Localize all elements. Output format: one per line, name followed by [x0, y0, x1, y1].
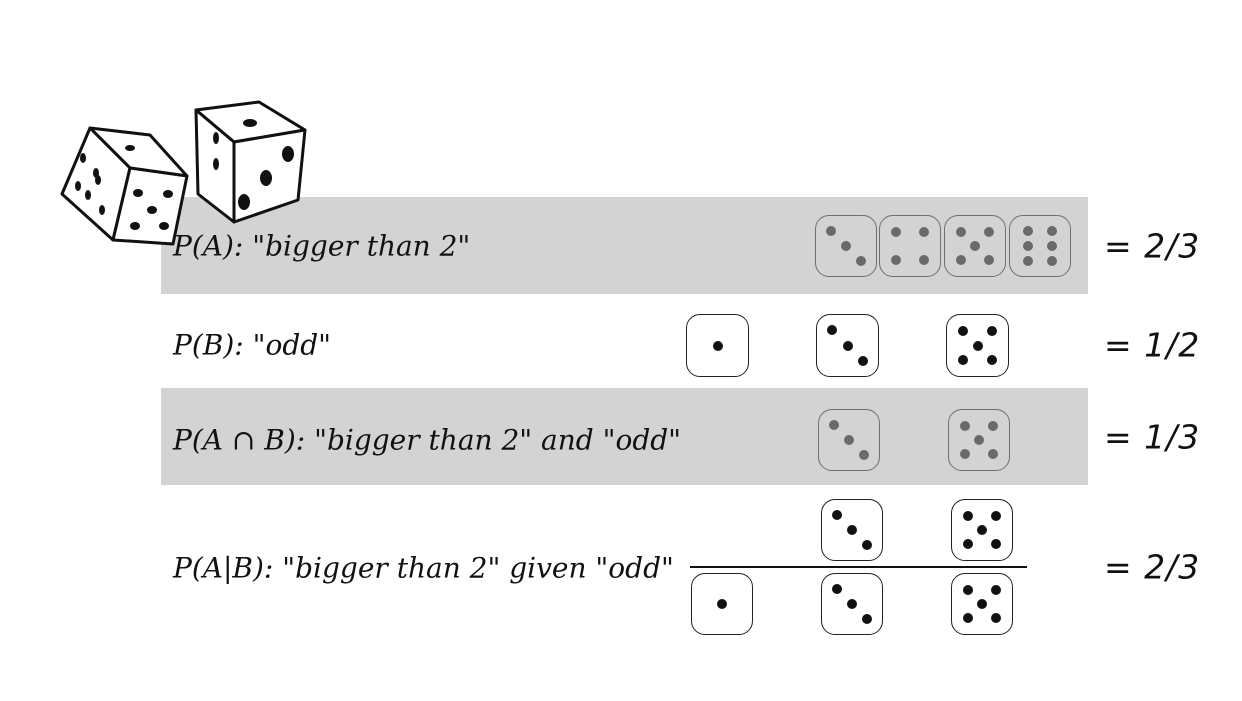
result-a-and-b: = 1/3 — [1104, 417, 1201, 457]
die-pip — [956, 254, 967, 265]
die-face-icon — [951, 573, 1013, 635]
die-pip — [963, 538, 974, 549]
row-a-band — [161, 197, 1088, 294]
die-face-icon — [951, 499, 1013, 561]
die-pip — [977, 599, 987, 609]
die-pip — [891, 254, 902, 265]
die-face-icon — [818, 409, 880, 471]
result-a-given-b: = 2/3 — [1104, 547, 1201, 587]
die-pip — [1047, 226, 1057, 236]
die-pip — [918, 227, 929, 238]
fraction-bar — [690, 566, 1027, 568]
die-pip — [891, 227, 902, 238]
die-pip — [974, 435, 984, 445]
result-b: = 1/2 — [1104, 325, 1201, 365]
die-pip — [856, 256, 866, 266]
die-pip — [717, 599, 727, 609]
die-pip — [986, 326, 997, 337]
die-pip — [958, 326, 969, 337]
die-face-icon — [686, 314, 749, 377]
die-pip — [832, 510, 842, 520]
die-face-icon — [1009, 215, 1071, 277]
die-pip — [990, 612, 1001, 623]
die-face-icon — [821, 499, 883, 561]
probability-a-label: P(A): "bigger than 2" — [173, 229, 471, 263]
row-a-and-b-band — [161, 388, 1088, 485]
die-pip — [842, 340, 853, 351]
die-pip — [918, 254, 929, 265]
die-pip — [983, 227, 994, 238]
die-face-icon — [815, 215, 877, 277]
die-pip — [987, 421, 998, 432]
probability-a-given-b-label: P(A|B): "bigger than 2" given "odd" — [173, 551, 674, 585]
die-face-icon — [948, 409, 1010, 471]
die-pip — [963, 612, 974, 623]
die-pip — [990, 538, 1001, 549]
die-pip — [832, 584, 842, 594]
die-face-icon — [879, 215, 941, 277]
die-pip — [862, 540, 872, 550]
die-pip — [826, 226, 836, 236]
die-pip — [844, 435, 854, 445]
die-face-icon — [944, 215, 1006, 277]
die-pip — [847, 525, 857, 535]
die-pip — [960, 421, 971, 432]
die-pip — [983, 254, 994, 265]
probability-a-and-b-label: P(A ∩ B): "bigger than 2" and "odd" — [173, 423, 682, 457]
die-pip — [1023, 226, 1033, 236]
die-pip — [963, 511, 974, 522]
die-pip — [1047, 241, 1057, 251]
die-face-icon — [691, 573, 753, 635]
die-pip — [827, 325, 838, 336]
result-a: = 2/3 — [1104, 226, 1201, 266]
die-pip — [987, 448, 998, 459]
die-face-icon — [821, 573, 883, 635]
die-pip — [986, 354, 997, 365]
die-face-icon — [816, 314, 879, 377]
die-pip — [990, 511, 1001, 522]
die-pip — [970, 241, 980, 251]
die-pip — [859, 450, 869, 460]
probability-b-label: P(B): "odd" — [173, 328, 332, 362]
die-face-icon — [946, 314, 1009, 377]
die-pip — [841, 241, 851, 251]
die-pip — [958, 354, 969, 365]
pair-of-dice-icon — [60, 100, 307, 246]
die-pip — [990, 585, 1001, 596]
die-pip — [857, 355, 868, 366]
die-pip — [829, 420, 839, 430]
die-pip — [1047, 256, 1057, 266]
die-pip — [960, 448, 971, 459]
die-pip — [712, 340, 723, 351]
die-pip — [972, 340, 983, 351]
die-pip — [1023, 241, 1033, 251]
die-pip — [963, 585, 974, 596]
die-pip — [956, 227, 967, 238]
die-pip — [1023, 256, 1033, 266]
die-pip — [862, 614, 872, 624]
die-pip — [847, 599, 857, 609]
die-pip — [977, 525, 987, 535]
